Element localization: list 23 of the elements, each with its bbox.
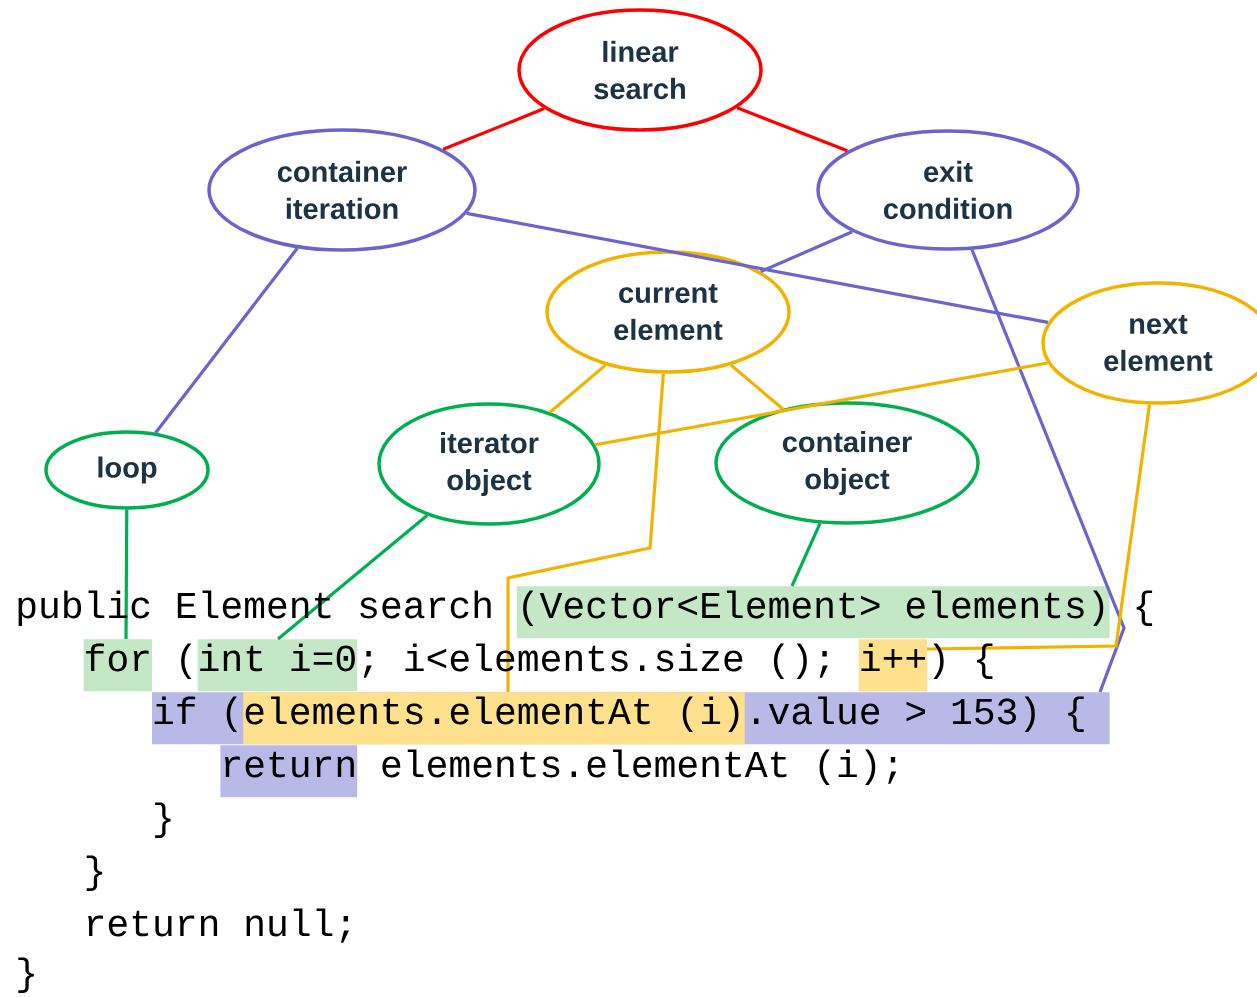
code-line: if (elements.elementAt (i).value > 153) { xyxy=(154,696,1084,732)
connector-line xyxy=(927,404,1152,651)
connector-line xyxy=(442,107,545,151)
connector-line xyxy=(729,363,784,411)
code-highlight xyxy=(83,639,152,692)
connector-line xyxy=(277,514,429,641)
code-line: return null; xyxy=(88,908,349,943)
code-line: } xyxy=(18,957,34,993)
code-highlight xyxy=(220,745,358,798)
connector-line xyxy=(736,106,848,153)
code-line: } xyxy=(86,855,103,891)
connector-line xyxy=(506,373,665,692)
connector-line xyxy=(970,249,1126,693)
code-line: } xyxy=(155,802,171,838)
connector-line xyxy=(594,361,1048,447)
connector-line xyxy=(154,247,299,434)
code-line: return elements.elementAt (i); xyxy=(224,749,897,785)
code-highlight xyxy=(516,586,1110,639)
connector-line xyxy=(548,363,607,414)
connector-line xyxy=(124,509,129,639)
connector-line xyxy=(790,522,822,587)
connector-line xyxy=(466,211,1049,324)
connector-line xyxy=(760,230,853,274)
